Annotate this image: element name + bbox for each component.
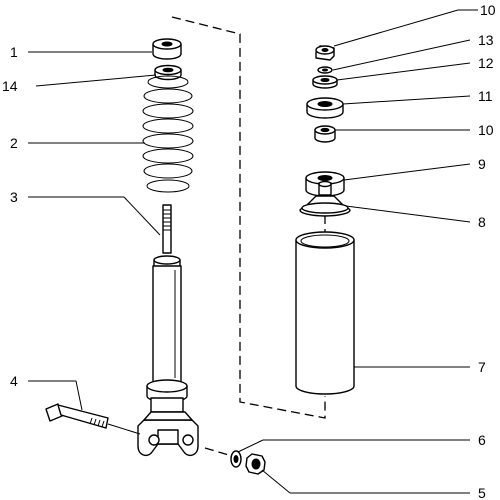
callout-14: 14	[2, 78, 18, 94]
callout-9: 9	[478, 156, 486, 172]
part-1-top-bushing	[152, 38, 182, 60]
callout-2: 2	[10, 135, 18, 151]
part-5-nut	[245, 453, 266, 475]
part-13-small-washer	[317, 66, 333, 74]
part-14-washer	[154, 64, 182, 81]
part-11-bushing	[306, 97, 344, 119]
leader-lines	[28, 9, 478, 494]
part-10-spacer	[314, 125, 336, 143]
axis-guide-bolt	[204, 447, 233, 457]
part-10-top-nut	[315, 45, 335, 61]
part-4-bolt	[45, 403, 141, 435]
callout-5: 5	[478, 485, 486, 500]
callout-13: 13	[478, 32, 494, 48]
callout-6: 6	[478, 432, 486, 448]
part-2-coil-spring	[142, 75, 194, 193]
callout-11: 11	[478, 88, 493, 104]
part-7-protective-tube	[295, 231, 355, 395]
part-8-dust-boot	[299, 180, 351, 217]
callout-1: 1	[10, 44, 18, 60]
part-12-washer	[312, 75, 338, 89]
part-3-shock-absorber	[137, 204, 199, 457]
callout-10-lower: 10	[478, 122, 494, 138]
callout-10-top: 10	[480, 2, 496, 18]
callout-7: 7	[478, 359, 486, 375]
part-6-washer	[230, 450, 242, 468]
callout-12: 12	[478, 55, 494, 71]
callout-3: 3	[10, 189, 18, 205]
callout-8: 8	[478, 214, 486, 230]
callout-4: 4	[10, 373, 18, 389]
assembly-guide-line	[171, 16, 326, 419]
